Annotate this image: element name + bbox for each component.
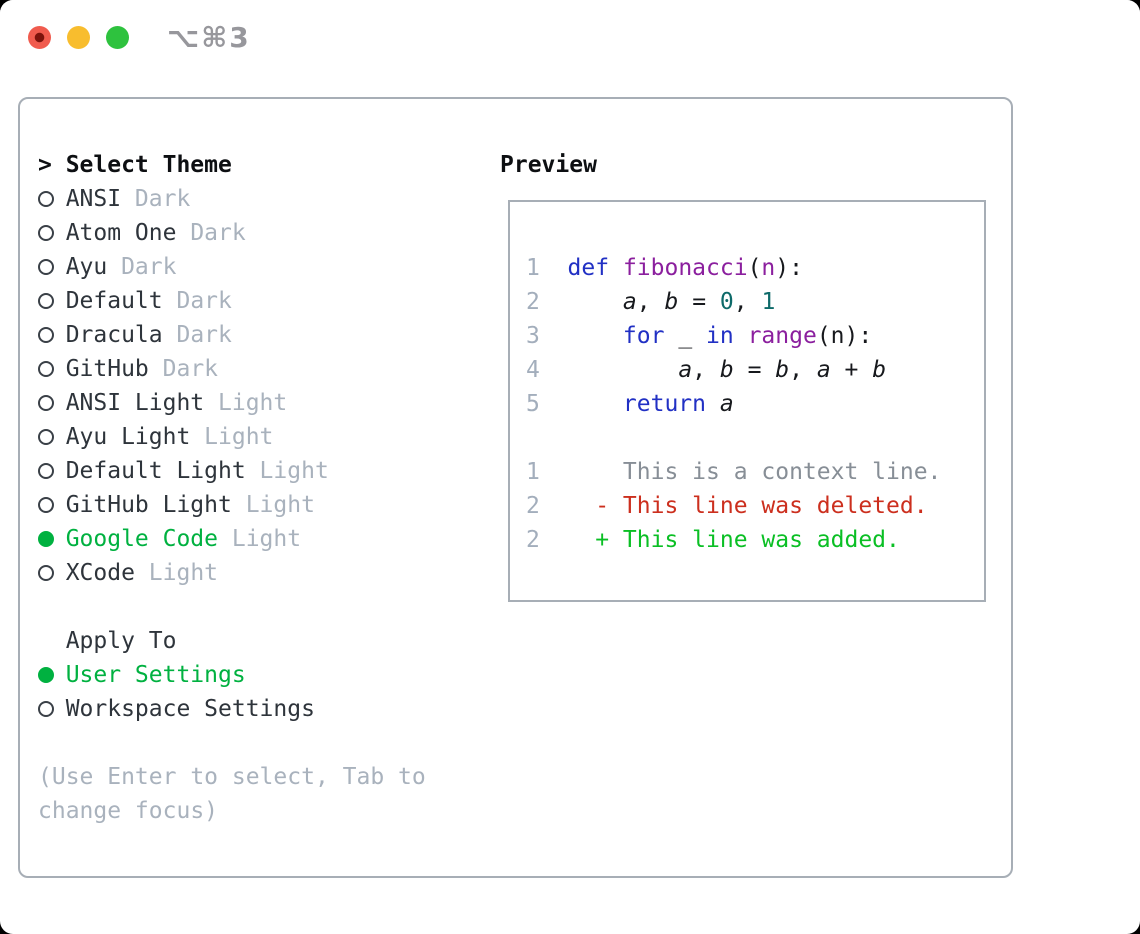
radio-icon bbox=[38, 701, 54, 717]
code-line: 1 This is a context line. bbox=[526, 459, 942, 485]
theme-name: Google Code bbox=[65, 526, 219, 552]
code-line: 3 for _ in range(n): bbox=[526, 323, 873, 349]
apply-to-option[interactable]: User Settings bbox=[38, 658, 426, 692]
theme-option[interactable]: ANSI Dark bbox=[38, 182, 426, 216]
apply-to-label: User Settings bbox=[65, 662, 246, 688]
code-line: 5 return a bbox=[526, 391, 734, 417]
theme-name: ANSI Light bbox=[65, 390, 205, 416]
theme-variant: Dark bbox=[176, 220, 246, 246]
theme-option[interactable]: XCode Light bbox=[38, 556, 426, 590]
theme-variant: Dark bbox=[162, 322, 232, 348]
theme-variant: Dark bbox=[148, 356, 219, 382]
radio-icon bbox=[38, 497, 54, 513]
theme-variant: Light bbox=[190, 424, 274, 450]
radio-icon bbox=[38, 667, 54, 683]
select-theme-header: > Select Theme bbox=[38, 148, 426, 182]
theme-option[interactable]: GitHub Light Light bbox=[38, 488, 426, 522]
code-line: 2 - This line was deleted. bbox=[526, 493, 928, 519]
theme-name: Dracula bbox=[65, 322, 163, 348]
radio-icon bbox=[38, 463, 54, 479]
theme-list-title: Select Theme bbox=[65, 152, 232, 178]
radio-icon bbox=[38, 395, 54, 411]
theme-name: GitHub bbox=[65, 356, 149, 382]
theme-option[interactable]: Dracula Dark bbox=[38, 318, 426, 352]
radio-icon bbox=[38, 361, 54, 377]
theme-name: ANSI bbox=[65, 186, 122, 212]
radio-icon bbox=[38, 531, 54, 547]
preview-title: Preview bbox=[500, 152, 597, 178]
radio-icon bbox=[38, 565, 54, 581]
theme-variant: Dark bbox=[121, 186, 191, 212]
apply-to-title: Apply To bbox=[65, 628, 177, 654]
spacer bbox=[38, 726, 426, 760]
theme-name: Ayu Light bbox=[65, 424, 191, 450]
theme-variant: Light bbox=[204, 390, 288, 416]
theme-option[interactable]: GitHub Dark bbox=[38, 352, 426, 386]
title-bar: ⌥⌘3 bbox=[0, 0, 1140, 70]
theme-variant: Light bbox=[231, 492, 315, 518]
code-line: 2 + This line was added. bbox=[526, 527, 900, 553]
theme-option[interactable]: Atom One Dark bbox=[38, 216, 426, 250]
theme-name: Ayu bbox=[65, 254, 108, 280]
theme-option[interactable]: Ayu Light Light bbox=[38, 420, 426, 454]
radio-icon bbox=[38, 429, 54, 445]
theme-name: Default Light bbox=[65, 458, 246, 484]
minimize-button[interactable] bbox=[67, 26, 90, 49]
code-line bbox=[526, 421, 984, 455]
theme-variant: Light bbox=[218, 526, 302, 552]
theme-variant: Light bbox=[245, 458, 329, 484]
theme-options: ANSI Dark Atom One Dark Ayu Dark Default… bbox=[38, 182, 426, 590]
radio-icon bbox=[38, 259, 54, 275]
apply-to-header: Apply To bbox=[38, 624, 426, 658]
apply-to-options: User Settings Workspace Settings bbox=[38, 658, 426, 726]
window-title: ⌥⌘3 bbox=[167, 21, 251, 54]
radio-icon bbox=[38, 327, 54, 343]
radio-icon bbox=[38, 191, 54, 207]
theme-name: Atom One bbox=[65, 220, 177, 246]
zoom-button[interactable] bbox=[106, 26, 129, 49]
prompt-icon: > bbox=[38, 152, 52, 178]
theme-list: > Select Theme ANSI Dark Atom One Dark A… bbox=[38, 148, 426, 828]
radio-icon bbox=[38, 293, 54, 309]
theme-option[interactable]: Google Code Light bbox=[38, 522, 426, 556]
close-button[interactable] bbox=[28, 26, 51, 49]
theme-option[interactable]: Default Light Light bbox=[38, 454, 426, 488]
theme-picker-panel: > Select Theme ANSI Dark Atom One Dark A… bbox=[18, 97, 1013, 878]
spacer bbox=[38, 590, 426, 624]
theme-option[interactable]: Default Dark bbox=[38, 284, 426, 318]
apply-to-option[interactable]: Workspace Settings bbox=[38, 692, 426, 726]
theme-variant: Light bbox=[134, 560, 219, 586]
theme-variant: Dark bbox=[162, 288, 232, 314]
code-line: 2 a, b = 0, 1 bbox=[526, 289, 776, 315]
theme-option[interactable]: Ayu Dark bbox=[38, 250, 426, 284]
radio-icon bbox=[38, 225, 54, 241]
theme-option[interactable]: ANSI Light Light bbox=[38, 386, 426, 420]
apply-to-label: Workspace Settings bbox=[65, 696, 315, 722]
theme-name: Default bbox=[65, 288, 163, 314]
theme-variant: Dark bbox=[107, 254, 177, 280]
theme-name: GitHub Light bbox=[65, 492, 232, 518]
code-line: 4 a, b = b, a + b bbox=[526, 357, 887, 383]
theme-name: XCode bbox=[65, 560, 135, 586]
